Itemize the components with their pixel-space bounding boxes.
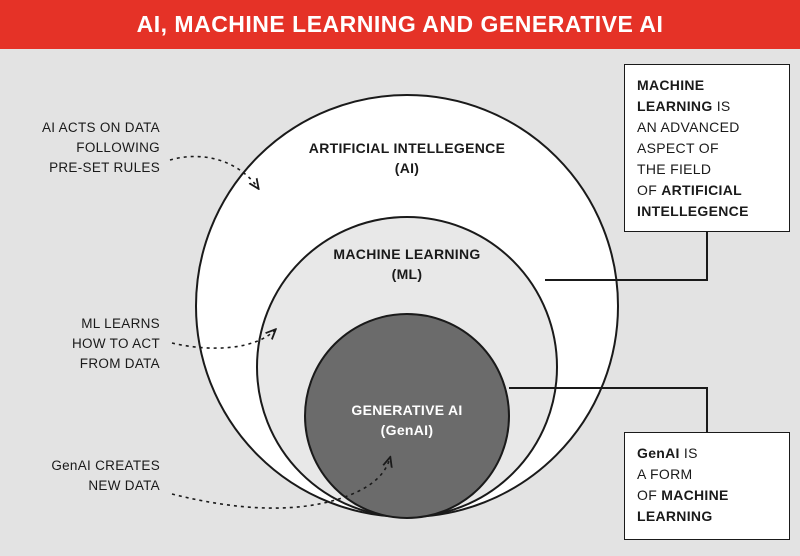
- callout-line: LEARNING IS: [637, 98, 731, 114]
- ai-label-line2: (AI): [394, 160, 420, 176]
- callout-line: ASPECT OF: [637, 140, 719, 156]
- ml-annotation-line: ML LEARNS: [81, 316, 160, 331]
- callout-line: THE FIELD: [637, 161, 712, 177]
- ml-annotation-line: FROM DATA: [79, 356, 160, 371]
- callout-line: OF ARTIFICIAL: [637, 182, 742, 198]
- page-title: AI, MACHINE LEARNING AND GENERATIVE AI: [136, 11, 664, 37]
- callout-line: INTELLEGENCE: [637, 203, 749, 219]
- ml-label-line2: (ML): [391, 266, 423, 282]
- ai-annotation-line: FOLLOWING: [76, 140, 160, 155]
- genai-circle-label: GENERATIVE AI (GenAI): [317, 400, 497, 440]
- ml-annotation-arrow: [171, 330, 275, 349]
- genai-label-line2: (GenAI): [380, 422, 434, 438]
- callout-line: GenAI IS: [637, 445, 698, 461]
- ml-annotation: ML LEARNS HOW TO ACT FROM DATA: [0, 314, 160, 374]
- genai-circle: [304, 313, 510, 519]
- ai-label-line1: ARTIFICIAL INTELLEGENCE: [308, 140, 506, 156]
- genai-annotation-line: GenAI CREATES: [51, 458, 160, 473]
- genai-annotation-line: NEW DATA: [88, 478, 160, 493]
- ml-circle-label: MACHINE LEARNING (ML): [307, 244, 507, 284]
- ai-annotation: AI ACTS ON DATA FOLLOWING PRE-SET RULES: [0, 118, 160, 178]
- ml-annotation-line: HOW TO ACT: [71, 336, 160, 351]
- callout-line: A FORM: [637, 466, 693, 482]
- ai-circle-label: ARTIFICIAL INTELLEGENCE (AI): [287, 138, 527, 178]
- callout-line: MACHINE: [637, 77, 705, 93]
- callout-line: AN ADVANCED: [637, 119, 740, 135]
- ai-annotation-arrow: [169, 155, 258, 188]
- title-banner: AI, MACHINE LEARNING AND GENERATIVE AI: [0, 0, 800, 49]
- genai-annotation: GenAI CREATES NEW DATA: [0, 456, 160, 496]
- ml-callout-box: MACHINE LEARNING IS AN ADVANCED ASPECT O…: [624, 64, 790, 232]
- callout-line: LEARNING: [637, 508, 713, 524]
- genai-callout-box: GenAI IS A FORM OF MACHINE LEARNING: [624, 432, 790, 540]
- genai-label-line1: GENERATIVE AI: [351, 402, 463, 418]
- ai-annotation-line: PRE-SET RULES: [49, 160, 160, 175]
- callout-line: OF MACHINE: [637, 487, 729, 503]
- ml-callout-connector: [545, 232, 708, 281]
- ai-annotation-line: AI ACTS ON DATA: [41, 120, 160, 135]
- ml-label-line1: MACHINE LEARNING: [333, 246, 481, 262]
- genai-callout-connector: [509, 387, 708, 432]
